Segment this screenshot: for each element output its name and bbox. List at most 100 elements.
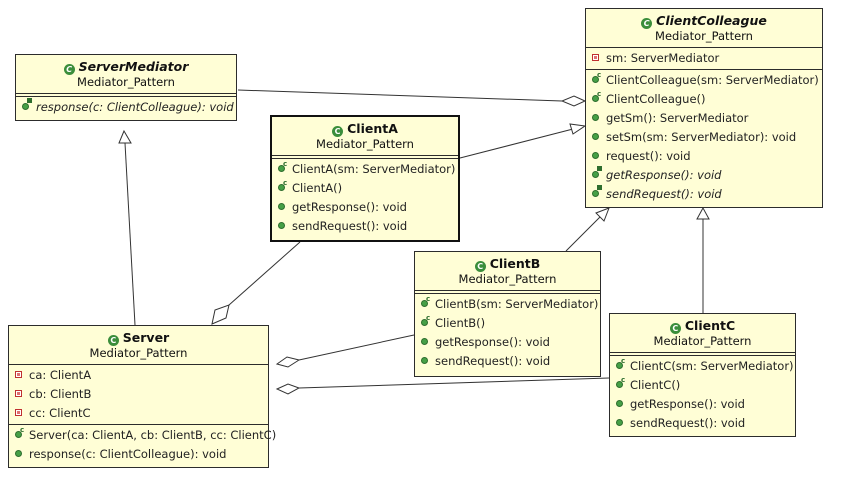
generalization-arrow-clientc <box>696 206 710 220</box>
method-row[interactable]: response(c: ClientColleague): void <box>9 445 268 464</box>
aggregation-diamond-server-b <box>275 356 301 368</box>
constructor-icon: c <box>419 295 432 309</box>
package-name: Mediator_Pattern <box>653 334 752 348</box>
public-abstract-method-icon <box>590 166 603 180</box>
method-signature: request(): void <box>606 149 691 163</box>
method-signature: getResponse(): void <box>292 200 407 214</box>
package-name: Mediator_Pattern <box>458 272 557 286</box>
method-signature: response(c: ClientColleague): void <box>29 447 227 461</box>
generalization-line-clientb <box>565 215 602 252</box>
attribute-text: ca: ClientA <box>29 368 92 382</box>
method-row[interactable]: response(c: ClientColleague): void <box>16 98 236 117</box>
attribute-row[interactable]: cc: ClientC <box>9 404 268 423</box>
constructor-icon: c <box>614 376 627 390</box>
method-signature: ClientB(sm: ServerMediator) <box>435 297 599 311</box>
generalization-arrow-clienta <box>569 123 587 135</box>
method-signature: ClientColleague(sm: ServerMediator) <box>606 73 819 87</box>
method-signature: ClientColleague() <box>606 92 706 106</box>
method-signature: ClientB() <box>435 316 486 330</box>
package-name: Mediator_Pattern <box>89 346 188 360</box>
method-signature: getResponse(): void <box>606 168 722 182</box>
attribute-row[interactable]: cb: ClientB <box>9 385 268 404</box>
public-method-icon <box>590 131 603 142</box>
method-signature: getResponse(): void <box>630 397 745 411</box>
constructor-icon: c <box>590 71 603 85</box>
method-signature: getSm(): ServerMediator <box>606 111 749 125</box>
public-method-icon <box>13 448 26 459</box>
generalization-arrow-clientb <box>595 207 610 222</box>
public-abstract-method-icon <box>20 98 33 112</box>
package-name: Mediator_Pattern <box>316 137 414 151</box>
aggregation-line-server-clienta <box>228 241 301 306</box>
method-signature: sendRequest(): void <box>606 187 722 201</box>
method-row[interactable]: getResponse(): void <box>610 395 795 414</box>
public-method-icon <box>614 417 627 428</box>
attribute-text: cc: ClientC <box>29 406 91 420</box>
class-name: ClientB <box>489 256 541 271</box>
class-name: ClientColleague <box>656 13 767 28</box>
generalization-arrow-server <box>118 129 132 144</box>
attribute-row[interactable]: sm: ServerMediator <box>586 49 822 68</box>
method-signature: setSm(sm: ServerMediator): void <box>606 130 797 144</box>
package-name: Mediator_Pattern <box>655 29 753 43</box>
class-icon: C <box>332 126 344 137</box>
attribute-row[interactable]: ca: ClientA <box>9 366 268 385</box>
private-field-icon <box>13 369 26 380</box>
method-signature: sendRequest(): void <box>630 416 746 430</box>
method-row[interactable]: sendRequest(): void <box>272 217 458 236</box>
public-method-icon <box>590 112 603 123</box>
method-signature: Server(ca: ClientA, cb: ClientB, cc: Cli… <box>29 428 277 442</box>
private-field-icon <box>590 52 603 63</box>
method-row[interactable]: sendRequest(): void <box>610 414 795 433</box>
attribute-text: cb: ClientB <box>29 387 92 401</box>
generalization-line-server <box>124 142 136 326</box>
public-abstract-method-icon <box>590 185 603 199</box>
method-signature: ClientA() <box>292 181 343 195</box>
constructor-icon: c <box>419 314 432 328</box>
attribute-text: sm: ServerMediator <box>606 51 720 65</box>
method-row[interactable]: sendRequest(): void <box>415 352 600 371</box>
method-row[interactable]: getResponse(): void <box>586 166 822 185</box>
aggregation-line-server-clientb <box>298 334 415 361</box>
method-row[interactable]: request(): void <box>586 147 822 166</box>
public-method-icon <box>614 398 627 409</box>
aggregation-line-server-clientc <box>298 377 610 389</box>
class-name: ClientA <box>347 121 398 136</box>
private-field-icon <box>13 388 26 399</box>
class-name: ClientC <box>684 318 736 333</box>
class-icon: C <box>107 335 119 346</box>
class-name: ServerMediator <box>78 59 189 74</box>
generalization-line-clienta <box>459 128 574 159</box>
aggregation-diamond-server-a <box>211 304 230 325</box>
method-row[interactable]: setSm(sm: ServerMediator): void <box>586 128 822 147</box>
method-row[interactable]: getSm(): ServerMediator <box>586 109 822 128</box>
constructor-icon: c <box>614 357 627 371</box>
method-row[interactable]: sendRequest(): void <box>586 185 822 204</box>
public-method-icon <box>419 355 432 366</box>
method-row[interactable]: getResponse(): void <box>415 333 600 352</box>
method-signature: ClientA(sm: ServerMediator) <box>292 162 456 176</box>
method-row[interactable]: getResponse(): void <box>272 198 458 217</box>
public-method-icon <box>276 201 289 212</box>
public-method-icon <box>419 336 432 347</box>
